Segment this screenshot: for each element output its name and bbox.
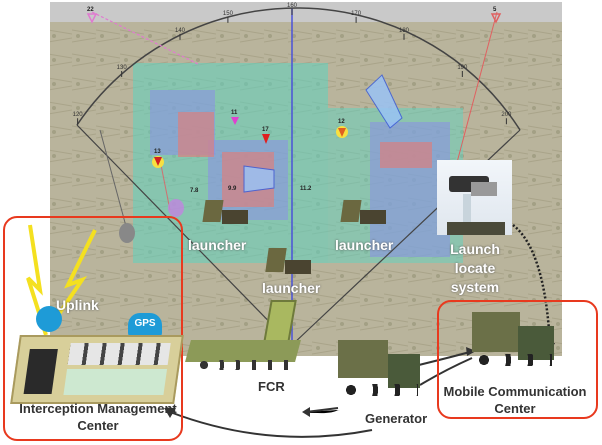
sensor-marker [119,223,135,243]
launcher-vehicle-left [200,200,250,228]
bearing-tick-label: 200 [501,112,512,118]
imc-highlight-box [3,216,183,441]
bearing-tick-label: 120 [73,112,84,118]
track-marker [86,13,98,24]
target-marker [154,157,162,166]
track-line [454,11,498,171]
target-marker-label: 11 [231,110,238,116]
power-arrow-imc [169,411,373,438]
launcher-label: launcher [188,237,247,253]
launcher-vehicle-right [338,200,388,228]
range-readout: 11.2 [300,186,312,192]
target-marker-label: 17 [262,127,269,133]
sector-symbol [365,74,403,129]
threat-area [178,112,214,157]
dotted-link-arrow [512,224,552,346]
bearing-tick-label: 140 [175,28,186,34]
bearing-tick-label: 170 [351,11,362,17]
bearing-tick-label: 130 [117,65,128,71]
launcher-label: launcher [335,237,394,253]
uplink-label: Uplink [56,297,99,313]
launch-locate-label: Launch locate system [450,241,500,295]
target-marker-label: 13 [154,149,161,155]
bearing-tick-label: 150 [223,11,234,17]
imc-shelter [10,335,184,404]
launcher-label: launcher [262,280,321,296]
generator-label: Generator [365,411,428,426]
bearing-tick-label: 190 [457,65,468,71]
uplink-dish-icon [36,306,62,332]
bearing-tick-label: 180 [399,28,410,34]
launch-locate-camera-photo [437,160,512,235]
gps-label: GPS [134,318,156,329]
mobile-communication-truck [472,312,557,370]
track-line [91,11,201,66]
imc-label: Interception Management Center [19,401,177,433]
fcr-label: FCR [258,379,285,394]
threat-area [380,142,432,168]
uplink-lightning-icon [46,229,97,332]
fcr-radar-vehicle [185,300,308,370]
mcc-label: Mobile Communication Center [443,384,587,416]
generator-truck [338,340,423,400]
uplink-lightning-icon [26,224,48,336]
radar-coverage-arc [76,7,521,131]
target-marker [231,117,239,125]
target-marker [262,134,270,144]
track-marker-label: 5 [493,7,497,13]
track-marker-label: 22 [87,7,94,13]
bearing-bar [50,2,562,22]
gps-antenna-icon: GPS [128,313,162,337]
sector-symbol [243,165,275,193]
range-readout: 9.9 [228,186,237,192]
bearing-tick-label: 160 [287,3,298,9]
mcc-highlight-box [437,300,598,419]
launcher-vehicle-center [263,248,313,278]
target-marker-label: 12 [338,119,345,125]
track-marker [490,13,502,24]
target-marker [338,128,346,137]
range-readout: 7.8 [190,188,199,194]
